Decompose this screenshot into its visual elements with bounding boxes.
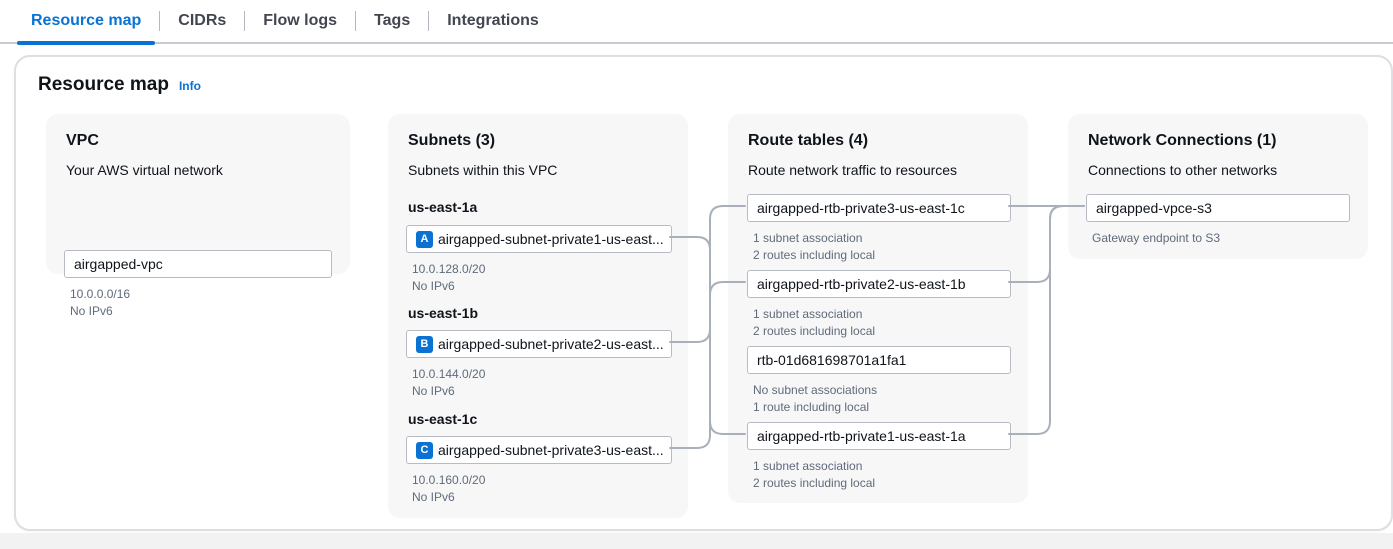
route-table-routes-2: 2 routes including local (753, 324, 876, 338)
subnet-details-2: 10.0.144.0/20 No IPv6 (412, 366, 485, 400)
tab-flow-logs[interactable]: Flow logs (263, 12, 338, 29)
route-table-resource-box-1[interactable]: airgapped-rtb-private3-us-east-1c (747, 194, 1011, 222)
resource-map-panel: Resource map Info VPC Your AWS virtual n… (14, 55, 1393, 531)
subnet-cidr-3: 10.0.160.0/20 (412, 473, 486, 487)
subnet-resource-box-1[interactable]: A airgapped-subnet-private1-us-east... (406, 225, 672, 253)
tab-integrations[interactable]: Integrations (447, 12, 539, 29)
subnet-resource-box-3[interactable]: C airgapped-subnet-private3-us-east... (406, 436, 672, 464)
tab-tags[interactable]: Tags (374, 12, 411, 29)
route-table-details-1: 1 subnet association 2 routes including … (753, 230, 875, 264)
subnets-card-title: Subnets (3) (408, 132, 496, 149)
tab-resource-map[interactable]: Resource map (17, 0, 156, 45)
tab-cidrs[interactable]: CIDRs (178, 12, 227, 29)
page-background-strip (0, 533, 1393, 549)
tabs-bar: Resource map CIDRs Flow logs Tags Integr… (0, 0, 1393, 45)
route-table-details-2: 1 subnet association 2 routes including … (753, 306, 875, 340)
tab-separator (159, 11, 161, 31)
route-table-name-4: airgapped-rtb-private1-us-east-1a (757, 428, 966, 444)
vpc-details: 10.0.0.0/16 No IPv6 (70, 286, 130, 320)
vpc-resource-box[interactable]: airgapped-vpc (64, 250, 332, 278)
route-table-details-4: 1 subnet association 2 routes including … (753, 458, 875, 492)
subnet-resource-box-2[interactable]: B airgapped-subnet-private2-us-east... (406, 330, 672, 358)
route-table-name-3: rtb-01d681698701a1fa1 (757, 352, 907, 368)
route-table-name-2: airgapped-rtb-private2-us-east-1b (757, 276, 966, 292)
subnet-details-3: 10.0.160.0/20 No IPv6 (412, 472, 485, 506)
az-c-badge-icon: C (416, 441, 433, 459)
subnets-card: Subnets (3) Subnets within this VPC us-e… (388, 114, 688, 518)
vpce-name: airgapped-vpce-s3 (1096, 200, 1212, 216)
route-table-assoc-3: No subnet associations (753, 383, 878, 397)
route-table-resource-box-4[interactable]: airgapped-rtb-private1-us-east-1a (747, 422, 1011, 450)
vpc-card-subtitle: Your AWS virtual network (66, 162, 223, 178)
vpc-card: VPC Your AWS virtual network airgapped-v… (46, 114, 350, 318)
subnet-cidr-2: 10.0.144.0/20 (412, 367, 486, 381)
route-table-resource-box-3[interactable]: rtb-01d681698701a1fa1 (747, 346, 1011, 374)
subnet-name-3: airgapped-subnet-private3-us-east... (438, 442, 664, 458)
az-label-us-east-1b: us-east-1b (408, 305, 479, 321)
subnet-ipv6-2: No IPv6 (412, 384, 455, 398)
az-b-badge-icon: B (416, 335, 433, 353)
route-table-routes-1: 2 routes including local (753, 248, 876, 262)
subnet-ipv6-1: No IPv6 (412, 279, 455, 293)
route-table-name-1: airgapped-rtb-private3-us-east-1c (757, 200, 965, 216)
network-connections-card-title: Network Connections (1) (1088, 132, 1277, 149)
tab-separator (428, 11, 430, 31)
subnet-details-1: 10.0.128.0/20 No IPv6 (412, 261, 485, 295)
route-table-details-3: No subnet associations 1 route including… (753, 382, 877, 416)
route-table-assoc-4: 1 subnet association (753, 459, 863, 473)
route-table-resource-box-2[interactable]: airgapped-rtb-private2-us-east-1b (747, 270, 1011, 298)
vpc-name: airgapped-vpc (74, 256, 163, 272)
vpce-details: Gateway endpoint to S3 (1092, 230, 1220, 247)
vpce-description: Gateway endpoint to S3 (1092, 231, 1221, 245)
route-table-assoc-2: 1 subnet association (753, 307, 863, 321)
panel-header: Resource map Info (38, 74, 201, 96)
subnets-card-subtitle: Subnets within this VPC (408, 162, 558, 178)
az-a-badge-icon: A (416, 230, 433, 248)
page-title: Resource map (38, 74, 169, 95)
az-label-us-east-1c: us-east-1c (408, 411, 478, 427)
vpc-card-title: VPC (66, 132, 99, 149)
tab-separator (355, 11, 357, 31)
vpc-cidr: 10.0.0.0/16 (70, 287, 131, 301)
vpce-resource-box[interactable]: airgapped-vpce-s3 (1086, 194, 1350, 222)
subnet-name-1: airgapped-subnet-private1-us-east... (438, 231, 664, 247)
network-connections-card-subtitle: Connections to other networks (1088, 162, 1278, 178)
route-table-assoc-1: 1 subnet association (753, 231, 863, 245)
az-label-us-east-1a: us-east-1a (408, 199, 478, 215)
tab-separator (244, 11, 246, 31)
subnet-name-2: airgapped-subnet-private2-us-east... (438, 336, 664, 352)
route-tables-card: Route tables (4) Route network traffic t… (728, 114, 1028, 503)
network-connections-card: Network Connections (1) Connections to o… (1068, 114, 1368, 259)
subnet-ipv6-3: No IPv6 (412, 490, 455, 504)
route-tables-card-title: Route tables (4) (748, 132, 869, 149)
route-table-routes-3: 1 route including local (753, 400, 870, 414)
vpc-ipv6: No IPv6 (70, 304, 113, 318)
route-table-routes-4: 2 routes including local (753, 476, 876, 490)
info-link[interactable]: Info (178, 79, 201, 93)
route-tables-card-subtitle: Route network traffic to resources (748, 162, 958, 178)
subnet-cidr-1: 10.0.128.0/20 (412, 262, 486, 276)
